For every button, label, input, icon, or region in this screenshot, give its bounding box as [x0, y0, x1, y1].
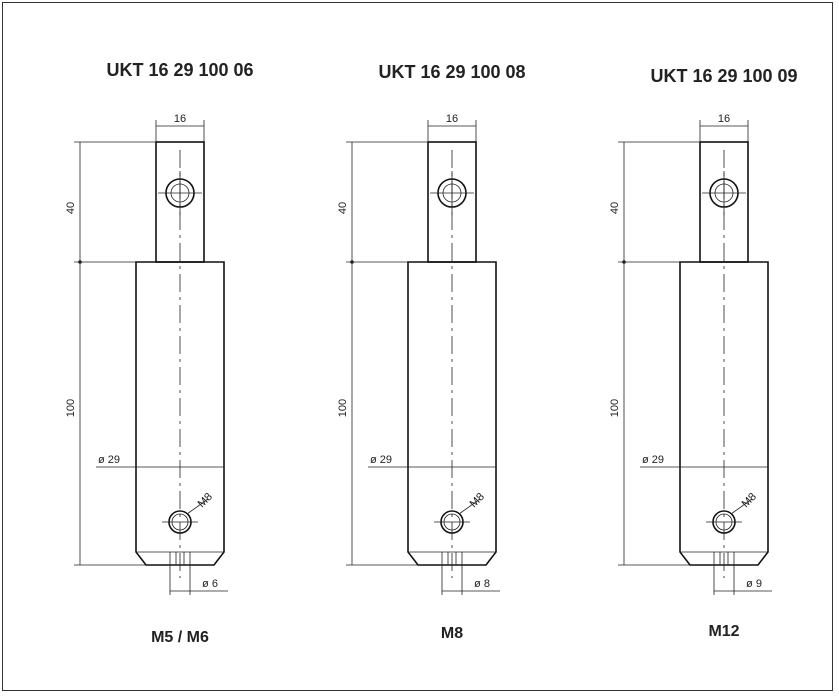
- drawing-frame: [2, 2, 833, 691]
- body-diameter: ø 29: [98, 454, 120, 466]
- hole-leader: [186, 498, 209, 515]
- hole-label: M8: [196, 491, 215, 510]
- part-drawing-3: UKT 16 29 100 09 M8 ø 9 16 40 100 ø 29 M12: [609, 66, 798, 640]
- pin-diameter: ø 8: [474, 578, 490, 590]
- hole-leader: [730, 498, 753, 515]
- thread-size: M8: [441, 625, 463, 642]
- body-height: 100: [609, 399, 621, 417]
- top-width: 16: [174, 113, 186, 125]
- part-code: UKT 16 29 100 09: [650, 66, 797, 86]
- body-height: 100: [337, 399, 349, 417]
- body-height: 100: [65, 399, 77, 417]
- top-height: 40: [337, 202, 349, 214]
- pin-diameter: ø 9: [746, 578, 762, 590]
- dim-tick: [78, 260, 82, 264]
- part-drawing-1: UKT 16 29 100 06 M8 ø 6 16 40 100 ø 29 M5 / M6: [65, 60, 254, 646]
- hole-leader: [458, 498, 481, 515]
- part-drawing-2: UKT 16 29 100 08 M8 ø 8 16 40 100 ø 29 M8: [337, 62, 526, 642]
- body-diameter: ø 29: [642, 454, 664, 466]
- part-code: UKT 16 29 100 08: [378, 62, 525, 82]
- dim-tick: [622, 260, 626, 264]
- part-code: UKT 16 29 100 06: [106, 60, 253, 80]
- hole-label: M8: [740, 491, 759, 510]
- thread-size: M5 / M6: [151, 629, 209, 646]
- top-height: 40: [65, 202, 77, 214]
- dim-tick: [350, 260, 354, 264]
- top-height: 40: [609, 202, 621, 214]
- pin-diameter: ø 6: [202, 578, 218, 590]
- body-diameter: ø 29: [370, 454, 392, 466]
- top-width: 16: [718, 113, 730, 125]
- thread-size: M12: [708, 623, 739, 640]
- hole-label: M8: [468, 491, 487, 510]
- top-width: 16: [446, 113, 458, 125]
